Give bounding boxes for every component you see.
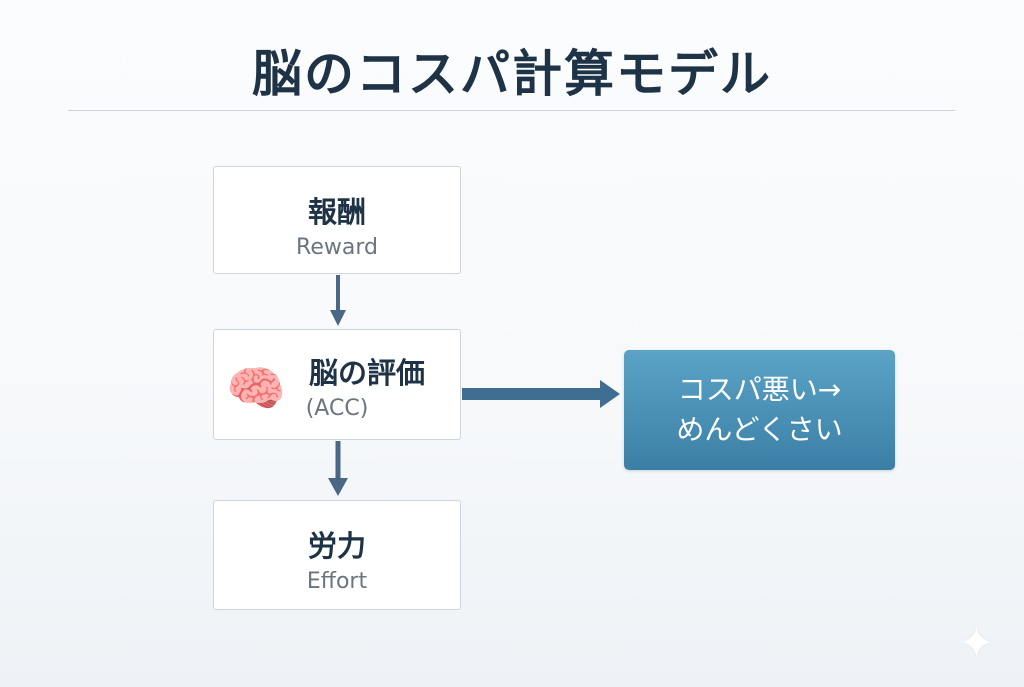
- node-reward: 報酬 Reward: [213, 166, 461, 274]
- node-effort-label: 労力: [307, 529, 366, 563]
- node-reward-sublabel: Reward: [296, 235, 378, 260]
- node-effort-sublabel: Effort: [306, 569, 368, 594]
- outcome-line2: めんどくさい: [676, 413, 843, 446]
- node-evaluation: 脳の評価 (ACC): [213, 329, 461, 440]
- arrow-eval-to-outcome: [462, 388, 602, 400]
- node-evaluation-label: 脳の評価: [308, 356, 425, 390]
- arrowhead: [328, 478, 348, 496]
- node-effort: 労力 Effort: [213, 500, 461, 610]
- page-title: 脳のコスパ計算モデル: [252, 45, 772, 103]
- outcome-line1: コスパ悪い→: [677, 373, 842, 406]
- node-evaluation-sublabel: (ACC): [305, 396, 369, 421]
- sparkle-icon: ✦: [958, 618, 995, 669]
- arrowhead: [330, 310, 346, 326]
- brain-icon: 🧠: [226, 361, 286, 417]
- title-divider: [68, 110, 955, 111]
- node-reward-label: 報酬: [307, 195, 366, 229]
- arrowhead: [600, 380, 620, 408]
- outcome-box: コスパ悪い→ めんどくさい: [624, 350, 895, 470]
